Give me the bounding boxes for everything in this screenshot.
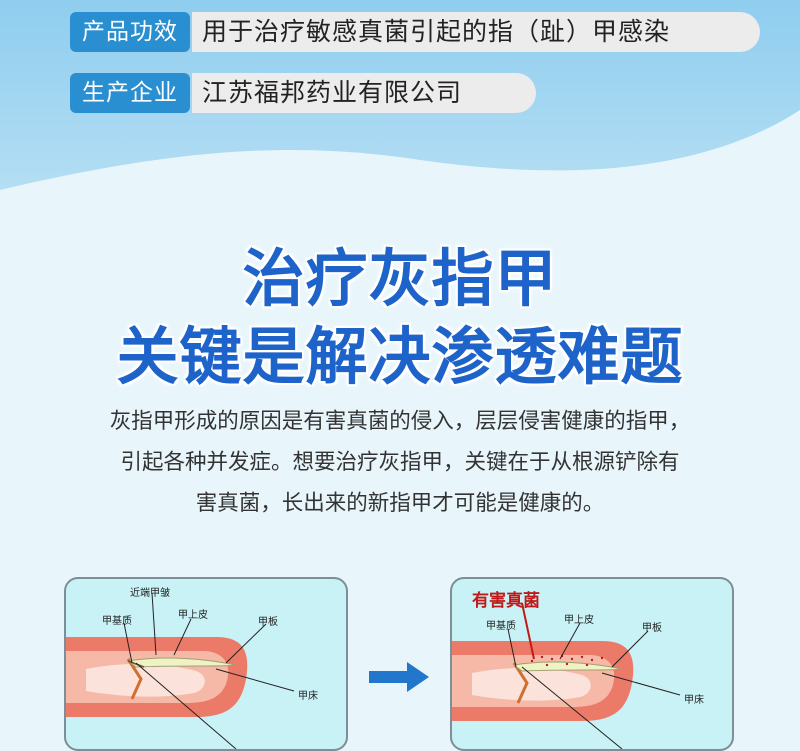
headline-line2: 关键是解决渗透难题: [116, 320, 684, 393]
label-nail-matrix: 甲基质: [486, 621, 516, 632]
label-cuticle: 甲上皮: [564, 615, 594, 626]
headline-line1: 治疗灰指甲: [242, 242, 558, 315]
efficacy-value: 用于治疗敏感真菌引起的指（趾）甲感染: [192, 12, 760, 52]
label-nail-bed: 甲床: [684, 695, 704, 706]
description-line1: 灰指甲形成的原因是有害真菌的侵入，层层侵害健康的指甲，: [109, 409, 691, 434]
label-nail-plate: 甲板: [642, 623, 662, 634]
arrow-right-icon: [369, 662, 429, 692]
company-value: 江苏福邦药业有限公司: [192, 73, 536, 113]
healthy-nail-diagram: 近端甲皱 甲基质 甲上皮 甲板 甲床: [64, 577, 348, 751]
description-line2: 引起各种并发症。想要治疗灰指甲，关键在于从根源铲除有: [120, 450, 680, 475]
description-line3: 害真菌，长出来的新指甲才可能是健康的。: [195, 491, 605, 516]
efficacy-tag: 产品功效: [70, 12, 190, 52]
label-nail-matrix: 甲基质: [102, 616, 132, 627]
finger-illustration-infected: [452, 602, 681, 749]
company-tag: 生产企业: [70, 73, 190, 113]
label-proximal-fold: 近端甲皱: [130, 588, 170, 599]
infected-nail-diagram: 有害真菌 甲基质 甲上皮 甲板 甲床: [450, 577, 734, 751]
label-nail-plate: 甲板: [258, 617, 278, 628]
label-nail-bed: 甲床: [298, 691, 318, 702]
fungus-label: 有害真菌: [472, 591, 540, 611]
label-cuticle: 甲上皮: [178, 610, 208, 621]
finger-illustration: [66, 592, 295, 749]
